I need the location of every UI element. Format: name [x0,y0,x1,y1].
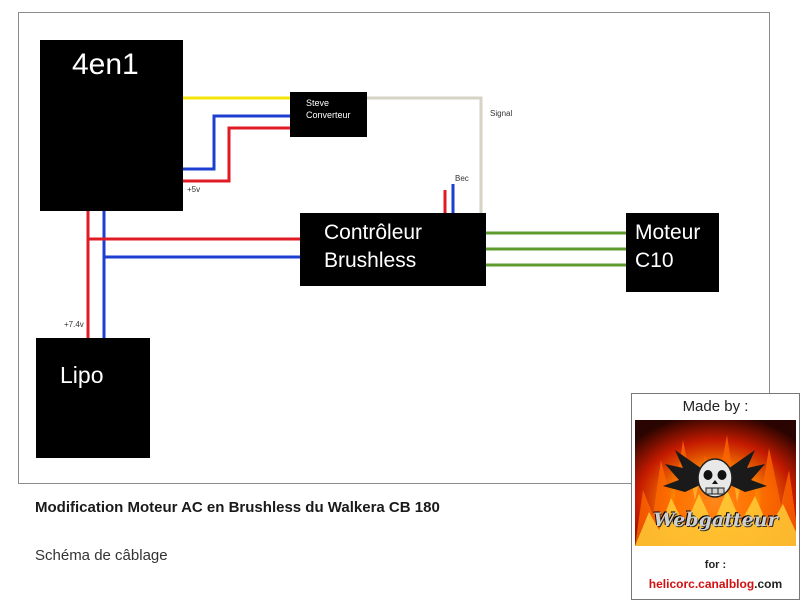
four-in-one-label: 4en1 [72,48,139,81]
four-in-one-block: 4en1 [40,40,183,211]
caption-subtitle: Schéma de câblage [35,547,168,564]
plus-5v-label: +5v [187,185,201,194]
grey-signal-wire [367,96,483,220]
made-by-label: Made by : [682,398,749,415]
caption-title: Modification Moteur AC en Brushless du W… [35,499,440,516]
flame-skull-icon [635,420,796,546]
webgatteur-logo: Webgatteur [635,420,796,546]
blog-url-main: helicorc.canalblog [648,577,755,591]
converter-label-line1: Steve [306,98,330,108]
bec-wire-label: Bec [455,174,469,183]
blog-url: helicorc.canalblog.com [632,577,799,591]
lipo-battery-block: Lipo [36,338,150,458]
signal-wire-label: Signal [490,109,513,118]
converter-label-line2: Converteur [306,110,351,120]
red-wire-4en1-converter [155,126,300,183]
credit-badge: Made by : [631,393,800,600]
controller-label-line2: Brushless [324,249,417,272]
blog-url-tld: .com [754,577,783,591]
lipo-label: Lipo [60,362,104,388]
plus-7-4v-label: +7.4v [64,320,84,329]
controller-label-line1: Contrôleur [324,221,423,244]
motor-label-line1: Moteur [635,221,701,244]
logo-wordmark: Webgatteur [653,509,778,531]
blue-wire-4en1-converter [155,114,300,171]
motor-label-line2: C10 [635,249,674,272]
for-label: for : [704,559,727,571]
